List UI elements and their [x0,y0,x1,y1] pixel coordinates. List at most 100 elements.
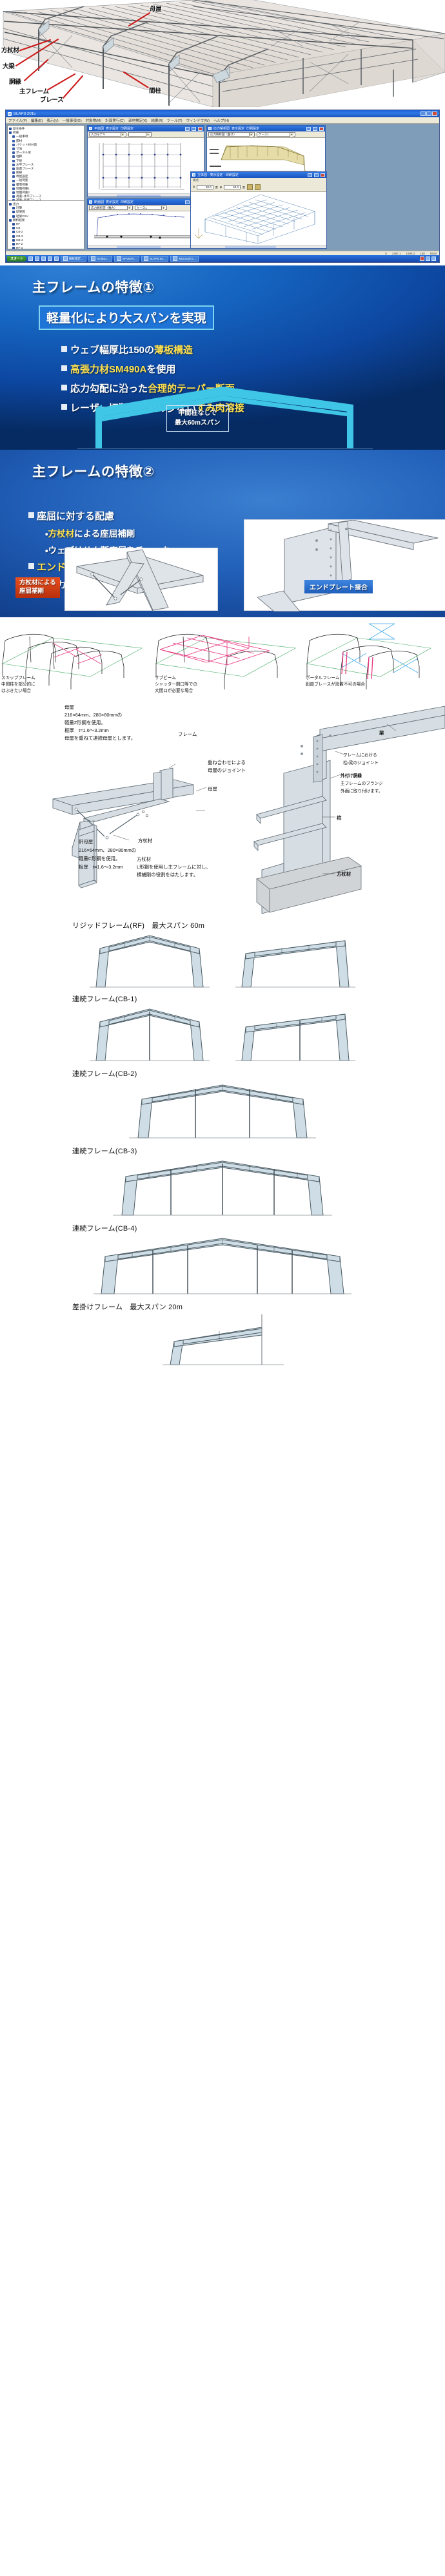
mdi-title-bar[interactable]: 断面図 表示設定 印刷設定 [88,199,204,205]
menu-tool[interactable]: ツール(T) [167,119,183,123]
pane-scrollbar[interactable] [191,245,326,248]
tree-item[interactable]: ポータル梁 [9,151,83,155]
tree-item[interactable]: CB-3 [9,235,83,238]
tree-item[interactable]: 結果CSV [9,215,83,218]
tree-item[interactable]: 出力 [9,202,83,206]
taskbar-item[interactable]: Microsoft E… [170,256,199,262]
tree-item[interactable]: 部材 [9,139,83,143]
pane-menu-display[interactable]: 表示設定 [106,200,119,204]
mdi-toolbar[interactable]: 応力解析図（曲げ）▾ ケース1▾ [207,131,325,138]
tree-item[interactable]: 解析結果 [9,218,83,222]
pane-maximize[interactable] [192,126,196,131]
pane-minimize[interactable] [308,173,312,177]
tree-input-section[interactable]: 基本条件 荷重 一般事項 部材 バケット材分割 寸法 ポータル梁 柱脚 下屋 水… [8,126,84,201]
tree-item[interactable]: CB-2 [9,230,83,234]
cad-tree-panel[interactable]: 基本条件 荷重 一般事項 部材 バケット材分割 寸法 ポータル梁 柱脚 下屋 水… [7,125,84,249]
pane-close[interactable] [319,126,324,131]
tree-item[interactable]: 地震荷重1 [9,187,83,191]
menu-result[interactable]: 結果(R) [151,119,164,123]
mdi-plan-view[interactable]: 平面図 表示設定 印刷設定 入力モデル▾ ▾ [87,125,204,197]
tree-item[interactable]: 鉛直ブレース [9,167,83,171]
model-select[interactable]: 入力モデル▾ [89,132,126,137]
case-select[interactable]: ケース1▾ [257,132,295,137]
pane-menu-display[interactable]: 表示設定 [232,127,245,131]
phi-input[interactable]: 60.0 [224,185,241,189]
maximize-button[interactable] [426,111,431,116]
view-preset-2-icon[interactable] [255,184,261,190]
mdi-toolbar[interactable]: 応力解析図（軸力）▾ ケース1▾ [88,205,204,211]
taskbar-item[interactable]: ToolBox… [88,256,113,262]
tray-icon-2[interactable] [426,256,430,261]
mdi-3d-model[interactable]: 立体図 - 表示設定 - 印刷設定 視点 θ 30.0 度 [190,171,327,249]
tree-item[interactable]: RF-3 [9,246,83,249]
menu-edit[interactable]: 編集(E) [31,119,43,123]
axial-select[interactable]: 応力解析図（軸力）▾ [89,206,133,210]
pane-minimize[interactable] [185,126,190,131]
tree-item[interactable]: 柱脚 [9,155,83,159]
taskbar-item[interactable]: 解析設定… [61,256,86,262]
cad-menu-bar[interactable]: ファイル(F) 編集(E) 表示(V) 一般事項(G) 対象物(M) 計算実行(… [6,117,439,124]
menu-help[interactable]: ヘルプ(H) [213,119,230,123]
tree-item[interactable]: CB [9,226,83,230]
window-controls[interactable] [420,111,437,116]
minimize-button[interactable] [420,111,426,116]
diagram-select[interactable]: 応力解析図（曲げ）▾ [208,132,255,137]
tree-item[interactable]: 母屋設定 [9,175,83,178]
tree-item[interactable]: 荷重 [9,131,83,135]
close-button[interactable] [432,111,437,116]
mdi-title-bar[interactable]: 応力解析図 表示設定 印刷設定 [207,126,325,131]
pane-menu-print[interactable]: 印刷設定 [246,127,260,131]
tree-item[interactable]: 下屋 [9,159,83,163]
stress-canvas[interactable] [207,138,325,178]
plan-canvas[interactable] [88,138,204,193]
viewpoint-group[interactable]: 視点 θ 30.0 度 φ 60.0 度 [191,178,326,192]
menu-file[interactable]: ファイル(F) [8,119,28,123]
mdi-toolbar[interactable]: 入力モデル▾ ▾ [88,131,204,138]
windows-taskbar[interactable]: スタート 解析設定… ToolBox… SPVIEW… SLAPS 20… Mi… [6,255,439,262]
quicklaunch-icon-2[interactable] [35,256,40,261]
tree-item[interactable]: バケット材分割 [9,143,83,147]
pane-menu-print[interactable]: 印刷設定 [121,200,134,204]
menu-window[interactable]: ウィンドウ(W) [186,119,210,123]
tree-item[interactable]: 寸法 [9,147,83,151]
mdi-title-bar[interactable]: 平面図 表示設定 印刷設定 [88,126,204,131]
taskbar-item[interactable]: SLAPS 20… [141,256,169,262]
menu-general[interactable]: 一般事項(G) [62,119,82,123]
taskbar-item[interactable]: SPVIEW… [114,256,140,262]
quicklaunch-icon-1[interactable] [28,256,34,261]
pane-menu-display[interactable]: 表示設定 [106,127,119,131]
tree-output-section[interactable]: 出力 計算 結果図 結果CSV 解析結果 RF CB CB-2 CB-3 CB-… [8,201,84,249]
tree-item[interactable]: 結果図 [9,210,83,214]
tree-item[interactable]: 計算 [9,206,83,210]
tree-item[interactable]: 荷重+鉛直ブレース [9,198,83,200]
pane-close[interactable] [198,126,203,131]
pane-maximize[interactable] [314,173,319,177]
start-button[interactable]: スタート [7,256,27,262]
menu-view[interactable]: 表示(V) [46,119,59,123]
quicklaunch-icon-5[interactable] [54,256,59,261]
tree-item[interactable]: 基本条件 [9,127,83,131]
mdi-title-bar[interactable]: 立体図 - 表示設定 - 印刷設定 [191,172,326,178]
pane-scrollbar[interactable] [88,193,204,197]
tray-icon-3[interactable] [431,256,436,261]
tree-item[interactable]: 水平ブレース [9,163,83,167]
menu-calc[interactable]: 計算実行(C) [105,119,125,123]
system-tray[interactable] [418,256,438,262]
tree-item[interactable]: RF-2 [9,242,83,246]
case-select[interactable]: ケース1▾ [135,206,167,210]
pane-menu-print[interactable]: 印刷設定 [121,127,134,131]
tree-item[interactable]: 胴縁 [9,171,83,175]
menu-member[interactable]: 対象物(M) [85,119,102,123]
tray-icon-1[interactable] [420,256,424,261]
quicklaunch-icon-4[interactable] [48,256,53,261]
tree-item[interactable]: 地震荷重2 [9,191,83,195]
tree-item[interactable]: 荷重+水平ブレース [9,195,83,198]
tree-item[interactable]: CB-4 [9,238,83,242]
model3d-canvas[interactable] [191,192,326,245]
tree-item[interactable]: 一般荷重 [9,178,83,182]
pane-close[interactable] [321,173,325,177]
tree-item[interactable]: 一般事項 [9,135,83,139]
pane-minimize[interactable] [306,126,311,131]
pane-minimize[interactable] [185,200,190,204]
section-canvas[interactable] [88,211,204,245]
